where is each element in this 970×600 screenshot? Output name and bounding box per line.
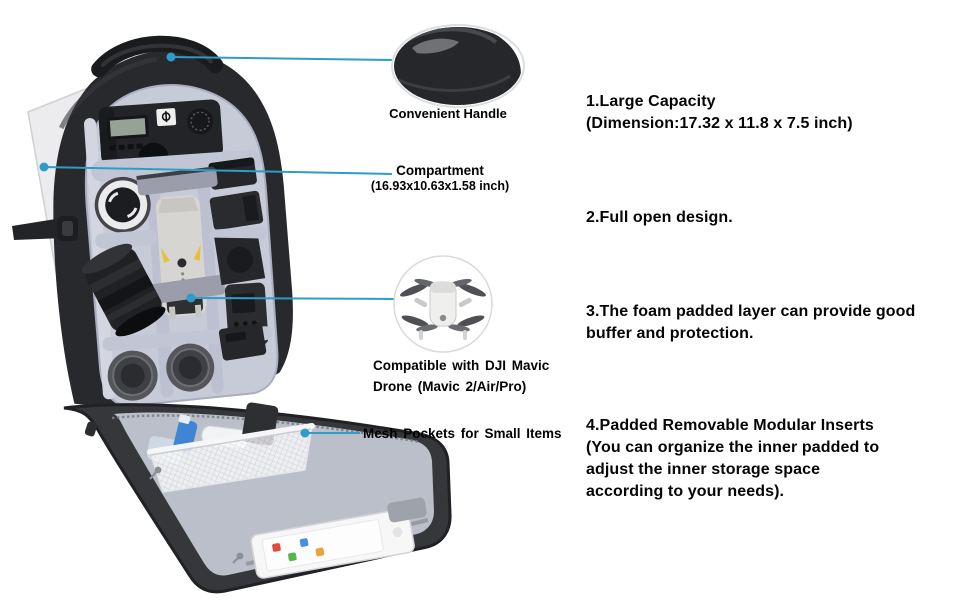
divider-shelf-top <box>91 149 261 182</box>
callout-line-compartment <box>43 166 393 175</box>
feature-line: buffer and protection. <box>586 325 754 342</box>
feature-line: 2.Full open design. <box>586 209 733 226</box>
top-handle <box>91 35 224 78</box>
zipper-pull-left <box>84 421 98 437</box>
camera <box>98 99 223 173</box>
lens-with-cap <box>94 176 151 233</box>
drone-label-line2: Drone (Mavic 2/Air/Pro) <box>373 379 527 394</box>
bottom-lens-left <box>107 350 158 401</box>
callout-lines <box>39 52 397 438</box>
feature-line: adjust the inner storage space <box>586 461 821 478</box>
mesh-callout-label: Mesh Pockets for Small Items <box>363 426 562 441</box>
callout-line-handle <box>170 56 394 61</box>
drone-label-line1: Compatible with DJI Mavic <box>373 358 550 373</box>
bottom-lens-right <box>166 343 215 392</box>
handle-callout-label: Convenient Handle <box>389 106 507 121</box>
mesh-pocket <box>147 423 315 493</box>
callout-dot-mesh <box>300 428 310 438</box>
feature-line: 3.The foam padded layer can provide good <box>586 303 916 320</box>
side-strap <box>12 216 78 241</box>
feature-line: 1.Large Capacity <box>586 93 716 110</box>
compartment-dimension: (16.93x10.63x1.58 inch) <box>370 179 510 193</box>
callout-dot-handle <box>166 52 176 62</box>
callout-dot-compartment <box>39 162 49 172</box>
compartment-title: Compartment <box>396 163 484 178</box>
feature-item-1: 1.Large Capacity (Dimension:17.32 x 11.8… <box>586 91 853 135</box>
feature-line: according to your needs). <box>586 483 785 500</box>
tablet-slot <box>232 497 429 579</box>
dji-mavic-drone-icon <box>400 278 486 340</box>
feature-line: (Dimension:17.32 x 11.8 x 7.5 inch) <box>586 115 853 132</box>
zipper-teeth <box>111 414 421 444</box>
drone-detail-bubble <box>393 255 493 353</box>
feature-item-4: 4.Padded Removable Modular Inserts (You … <box>586 415 879 503</box>
backpack-body <box>53 35 293 407</box>
feature-item-2: 2.Full open design. <box>586 207 733 229</box>
batteries <box>208 157 264 231</box>
tablet <box>250 508 415 579</box>
callout-dot-drone <box>186 293 196 303</box>
handle-detail-bubble <box>391 24 525 108</box>
feature-line: 4.Padded Removable Modular Inserts <box>586 417 874 434</box>
front-flap <box>63 402 452 594</box>
compartment-callout-label: Compartment (16.93x10.63x1.58 inch) <box>350 163 530 193</box>
feature-line: (You can organize the inner padded to <box>586 439 880 456</box>
callout-line-drone <box>190 297 397 300</box>
telephoto-lens <box>82 243 166 337</box>
bag-interior <box>82 84 279 407</box>
feature-item-3: 3.The foam padded layer can provide good… <box>586 301 915 345</box>
drone-callout-label: Compatible with DJI Mavic Drone (Mavic 2… <box>373 355 549 397</box>
charger <box>218 323 267 361</box>
tablet-strap-tab <box>387 497 427 523</box>
